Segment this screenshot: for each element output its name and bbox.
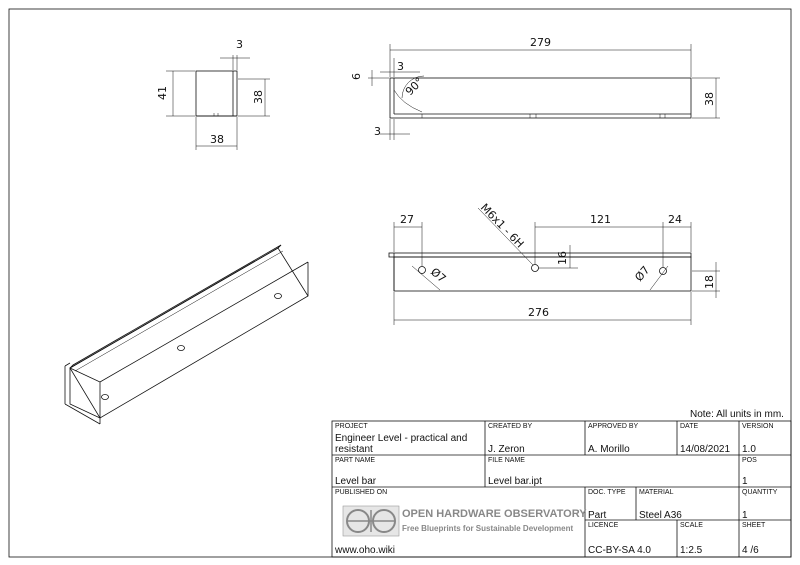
oho-logo-icon: [342, 505, 400, 537]
units-note: Note: All units in mm.: [690, 409, 784, 420]
sheet-border: [8, 8, 792, 558]
pos-value: 1: [742, 476, 748, 487]
dim-end-width: 38: [210, 133, 224, 146]
dim-hole-spacing: 121: [590, 213, 611, 226]
isometric-view: [64, 244, 309, 425]
hole-view: 27 121 24 M6x1 - 6H 16 Ø7 Ø7 18 276: [388, 201, 720, 325]
dim-hole-left-offset: 27: [400, 213, 414, 226]
date-label: DATE: [680, 423, 699, 430]
dim-hole-edge-height: 18: [703, 275, 716, 289]
project-label: PROJECT: [335, 423, 368, 430]
project-value-line2: resistant: [335, 444, 373, 455]
pos-label: POS: [742, 457, 757, 464]
sheet-value: 4 /6: [742, 545, 759, 556]
logo-title: OPEN HARDWARE OBSERVATORY: [402, 508, 587, 520]
part-name-label: PART NAME: [335, 457, 376, 464]
project-value: Engineer Level - practical and: [335, 433, 468, 444]
published-on-label: PUBLISHED ON: [335, 489, 388, 496]
dim-side-thickness-top: 3: [397, 60, 404, 73]
licence-value: CC-BY-SA 4.0: [588, 545, 651, 556]
created-by-value: J. Zeron: [488, 444, 525, 455]
dim-end-thickness: 3: [236, 38, 243, 51]
doc-type-value: Part: [588, 510, 607, 521]
dim-end-height-outer: 41: [156, 86, 169, 100]
dim-hole-view-length: 276: [528, 306, 549, 319]
file-name-label: FILE NAME: [488, 457, 525, 464]
dim-side-length: 279: [530, 36, 551, 49]
version-label: VERSION: [742, 423, 774, 430]
dim-side-thickness-bottom: 3: [374, 125, 381, 138]
dim-end-height-inner: 38: [252, 90, 265, 104]
created-by-label: CREATED BY: [488, 423, 533, 430]
dim-side-angle: 90°: [403, 75, 426, 98]
dim-side-offset: 6: [350, 73, 363, 80]
approved-by-value: A. Morillo: [588, 444, 630, 455]
sheet-label: SHEET: [742, 522, 766, 529]
quantity-value: 1: [742, 510, 748, 521]
logo-subtitle: Free Blueprints for Sustainable Developm…: [402, 524, 574, 533]
dim-side-height: 38: [703, 92, 716, 106]
dim-thread-callout: M6x1 - 6H: [478, 201, 526, 250]
end-view: 3 41 38 38: [156, 38, 270, 150]
part-name-value: Level bar: [335, 476, 377, 487]
doc-type-label: DOC. TYPE: [588, 489, 626, 496]
published-on-value: www.oho.wiki: [335, 545, 396, 556]
date-value: 14/08/2021: [680, 444, 731, 455]
scale-value: 1:2.5: [680, 545, 703, 556]
side-view: 279 3 6 90° 3 38: [350, 36, 720, 140]
approved-by-label: APPROVED BY: [588, 423, 639, 430]
version-value: 1.0: [742, 444, 756, 455]
dim-hole-right-offset: 24: [668, 213, 682, 226]
scale-label: SCALE: [680, 522, 703, 529]
file-name-value: Level bar.ipt: [488, 476, 542, 487]
material-label: MATERIAL: [639, 489, 674, 496]
dim-hole-height: 16: [556, 251, 569, 265]
material-value: Steel A36: [639, 510, 682, 521]
quantity-label: QUANTITY: [742, 489, 778, 496]
licence-label: LICENCE: [588, 522, 619, 529]
title-block-grid: [331, 420, 792, 558]
dim-hole-diameter-right: Ø7: [632, 264, 652, 284]
